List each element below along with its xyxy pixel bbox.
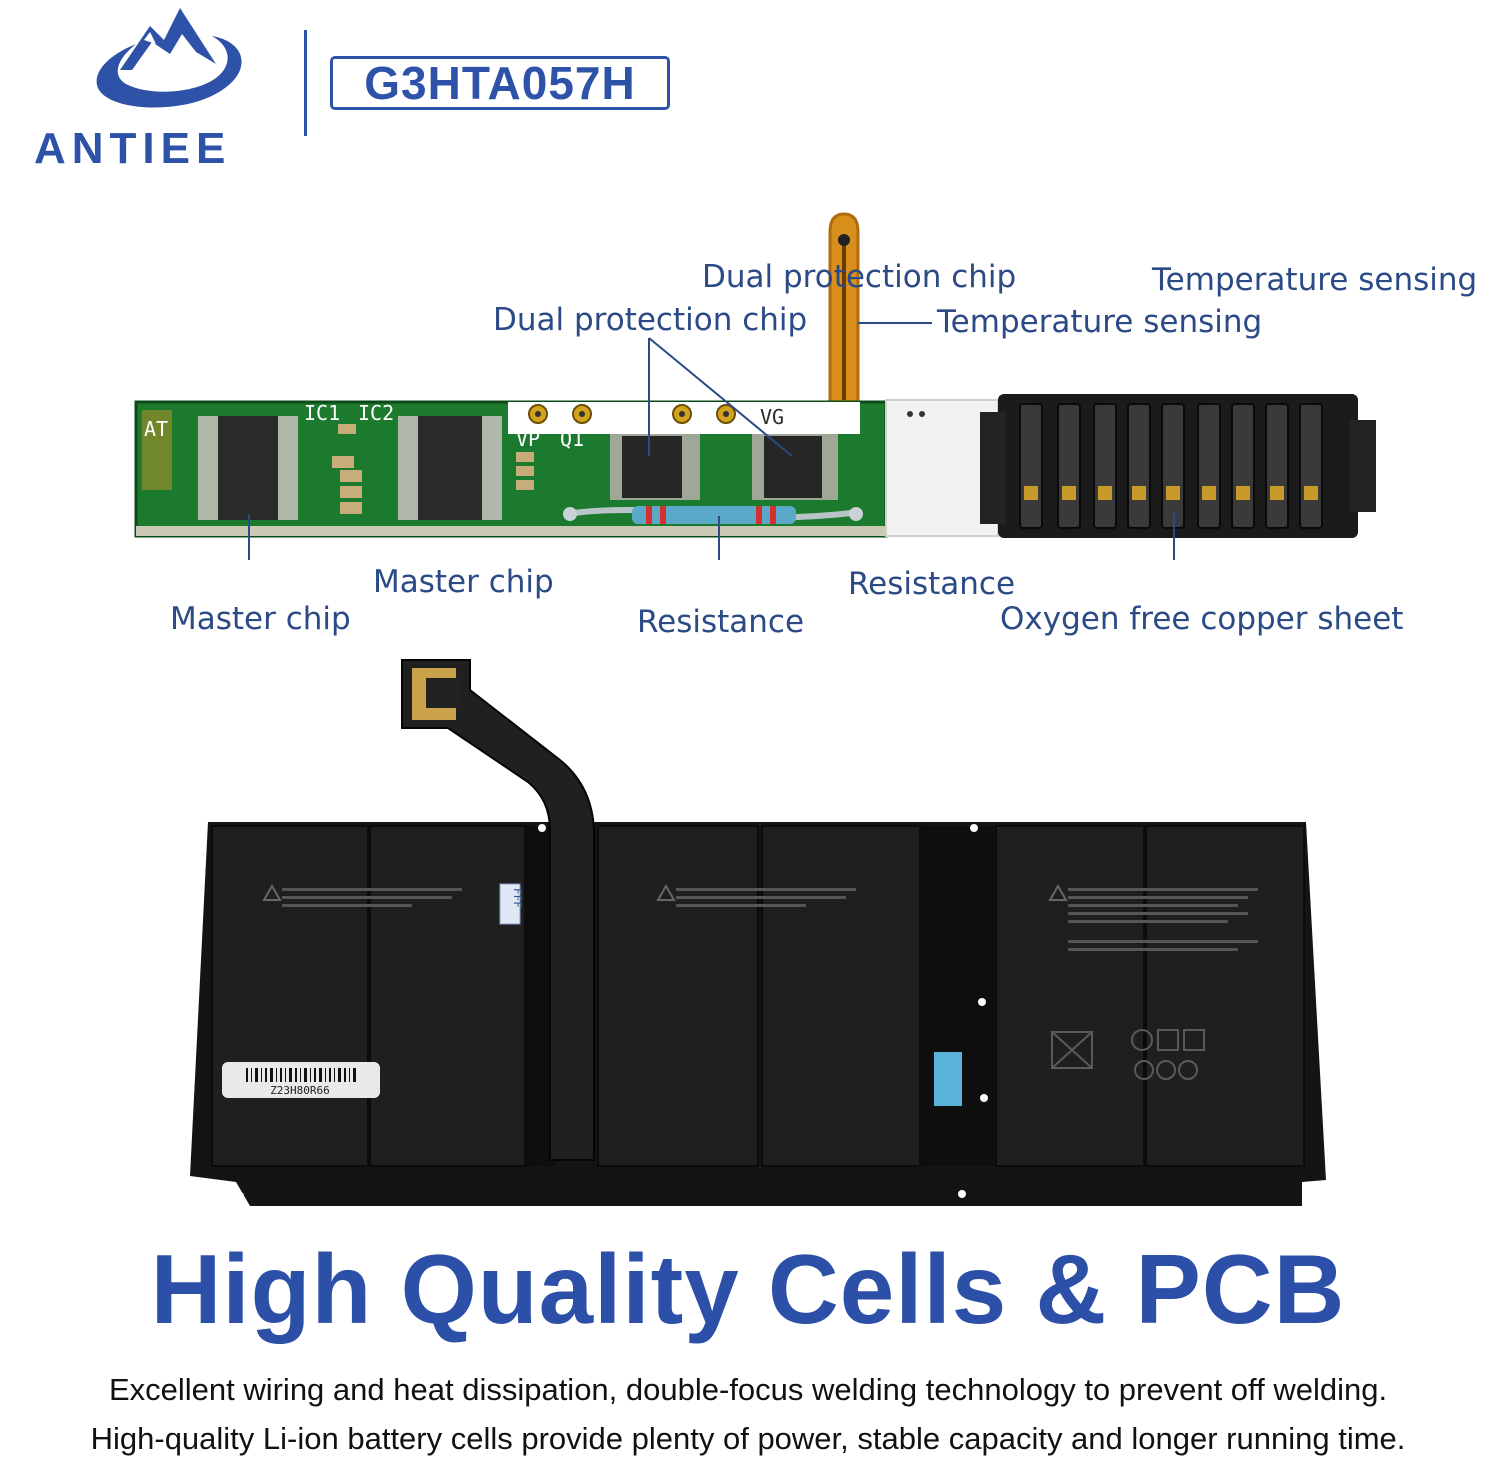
mountain-logo-icon: [96, 8, 242, 108]
master-chip-2: [398, 416, 502, 520]
description-line-1: Excellent wiring and heat dissipation, d…: [108, 1372, 1388, 1407]
pcb-label-vg: VG: [760, 405, 784, 429]
resistor: [632, 506, 796, 524]
battery-illustration: Z23H80R66 FFF: [190, 659, 1326, 1206]
label-master-chip: Master chip: [170, 601, 351, 637]
model-badge: G3HTA057H: [330, 56, 670, 110]
protection-chip-2: [752, 434, 838, 500]
barcode-number: Z23H80R66: [270, 1084, 330, 1097]
protection-chip-1: [610, 434, 700, 500]
pcb-label-ic1: IC1: [304, 401, 340, 425]
model-number: G3HTA057H: [364, 57, 636, 109]
pcb-label-ic2: IC2: [358, 401, 394, 425]
connector-mount: [885, 399, 999, 537]
headline: High Quality Cells & PCB: [150, 1234, 1346, 1344]
label-temperature-sensing: Temperature sensing: [1152, 262, 1478, 298]
label-dual-protection-chip: Dual protection chip: [493, 302, 808, 338]
cable-tag: [499, 883, 521, 925]
label-dual-protection-chip: Dual protection chip: [702, 259, 1017, 295]
label-resistance: Resistance: [848, 566, 1016, 602]
battery-flex-cable: [401, 659, 595, 1161]
description-line-2: High-quality Li-ion battery cells provid…: [90, 1421, 1406, 1456]
pcb-label-at: AT: [144, 417, 168, 441]
label-temperature-sensing: Temperature sensing: [937, 304, 1263, 340]
cable-tag-text: FFF: [511, 888, 524, 908]
pcb-label-vp: VP: [516, 427, 540, 451]
logo-divider: [304, 30, 307, 136]
label-master-chip: Master chip: [373, 564, 554, 600]
label-oxygen-free-copper-sheet: Oxygen free copper sheet: [1000, 601, 1404, 637]
blue-sticker: [934, 1052, 962, 1106]
label-resistance: Resistance: [637, 604, 805, 640]
master-chip-1: [198, 416, 298, 520]
pcb-illustration: IC1 IC2 VP Q1 AT VG: [134, 212, 1376, 560]
pcb-label-q1: Q1: [560, 427, 584, 451]
brand-name: ANTIEE: [34, 124, 232, 173]
